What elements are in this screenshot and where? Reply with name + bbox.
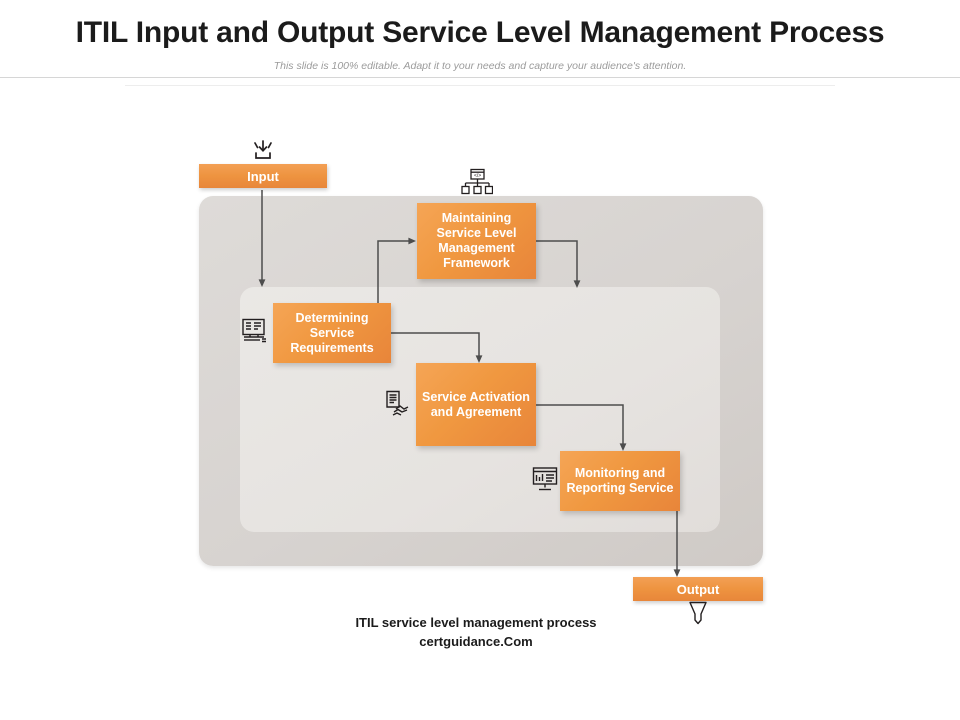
node-maintaining-service-level-management-framework[interactable]: Maintaining Service Level Management Fra… bbox=[417, 203, 536, 279]
svg-text:</>: </> bbox=[474, 173, 481, 179]
document-handshake-icon bbox=[386, 390, 409, 416]
node-determining-service-requirements[interactable]: Determining Service Requirements bbox=[273, 303, 391, 363]
page-title: ITIL Input and Output Service Level Mana… bbox=[75, 16, 885, 49]
output-bar[interactable]: Output bbox=[633, 577, 763, 601]
caption-line-1: ITIL service level management process bbox=[355, 615, 597, 630]
sitemap-icon: </> bbox=[461, 168, 493, 195]
input-bar[interactable]: Input bbox=[199, 164, 327, 188]
header-divider-secondary bbox=[125, 85, 835, 86]
node-monitoring-and-reporting-service[interactable]: Monitoring and Reporting Service bbox=[560, 451, 680, 511]
input-tray-icon bbox=[254, 140, 272, 159]
monitor-report-icon bbox=[532, 467, 558, 491]
node-service-activation-and-agreement[interactable]: Service Activation and Agreement bbox=[416, 363, 536, 446]
page-subtitle: This slide is 100% editable. Adapt it to… bbox=[273, 60, 687, 72]
caption-line-2: certguidance.Com bbox=[419, 634, 533, 649]
computer-requirements-icon bbox=[242, 318, 266, 343]
slide-header: ITIL Input and Output Service Level Mana… bbox=[0, 0, 960, 78]
diagram-caption: ITIL service level management process ce… bbox=[281, 613, 671, 651]
output-arrow-icon bbox=[689, 601, 707, 625]
header-divider bbox=[0, 77, 960, 78]
